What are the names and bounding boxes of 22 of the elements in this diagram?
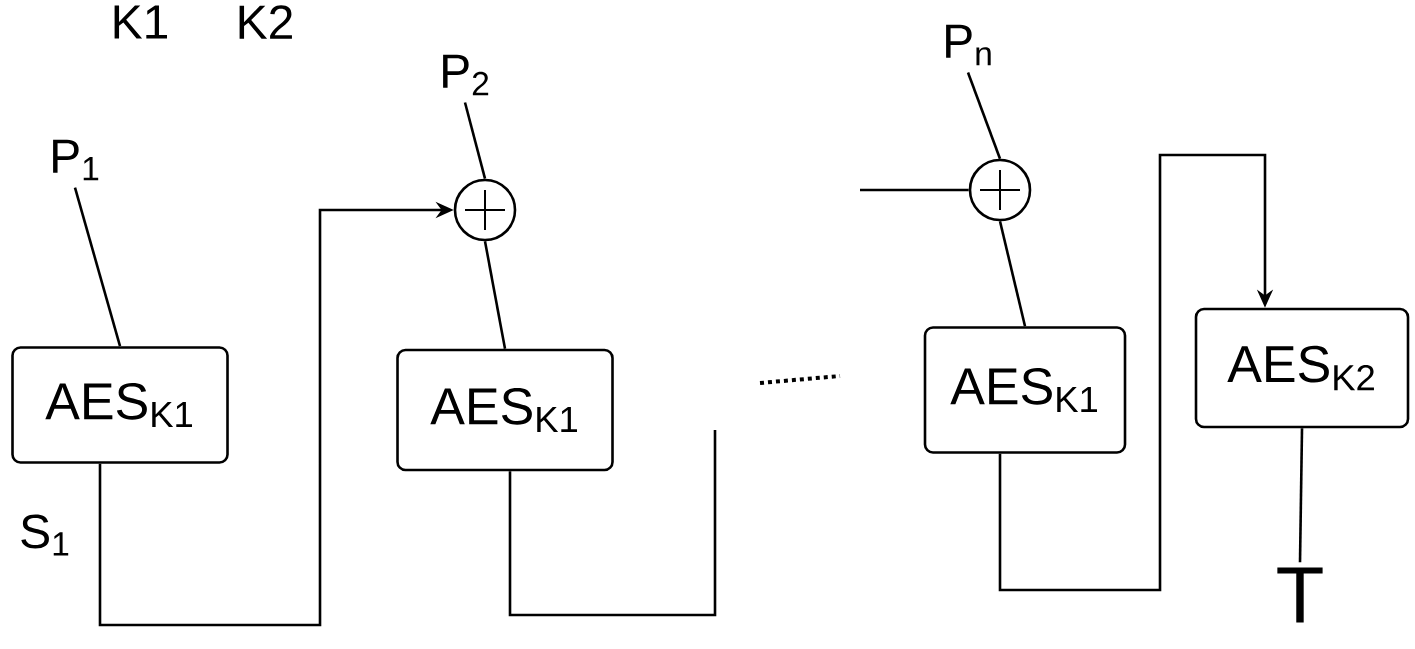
key-label: K1 <box>114 5 167 39</box>
cipher-box: AES$_{K2}$ <box>1194 307 1410 429</box>
input-label: P$_{1}$ <box>53 139 99 181</box>
cipher-box: AES$_{K1}$ <box>396 348 614 472</box>
connector <box>463 102 487 180</box>
output-label: T <box>1277 567 1323 623</box>
input-label: P$_{n}$ <box>946 24 991 66</box>
edge-label: S$_{1}$ <box>15 510 75 560</box>
cipher-box: AES$_{K1}$ <box>11 346 229 464</box>
xor-circle <box>453 178 517 242</box>
connector <box>1298 428 1304 563</box>
connector <box>860 188 969 192</box>
input-label: P$_{2}$ <box>443 54 489 96</box>
connector <box>508 430 717 617</box>
xor-circle <box>968 158 1032 222</box>
key-label: K2 <box>239 5 292 39</box>
connector <box>73 187 122 347</box>
connector <box>483 241 507 349</box>
cipher-box: AES$_{K1}$ <box>923 326 1127 454</box>
connector <box>998 153 1274 592</box>
connector <box>998 221 1027 327</box>
connector <box>966 72 1002 160</box>
